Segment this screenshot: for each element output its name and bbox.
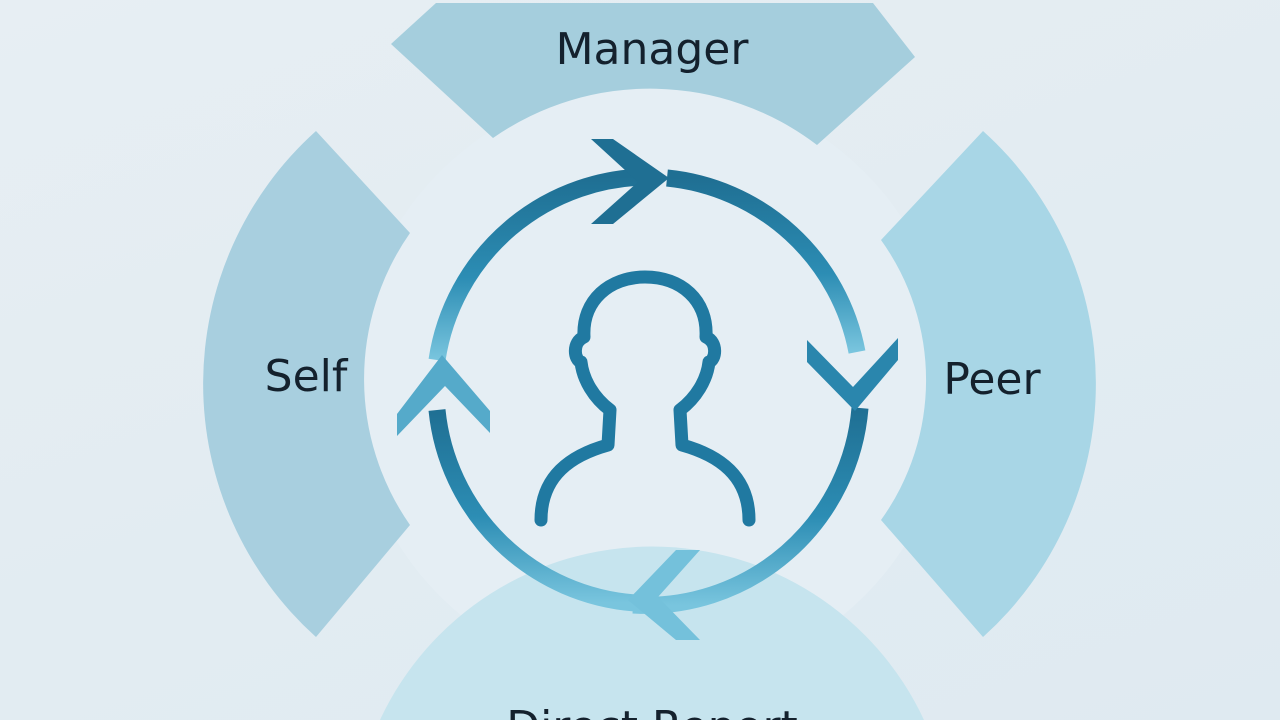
cycle-arrows (428, 168, 869, 614)
label-self: Self (265, 351, 349, 402)
segment-peer (881, 131, 1096, 637)
cycle-arc-top-right (666, 169, 866, 354)
cycle-arrowheads (397, 139, 898, 640)
segment-manager (391, 3, 915, 145)
arrowhead-left-icon (628, 550, 700, 640)
arrowhead-up-icon (397, 355, 490, 436)
label-peer: Peer (943, 354, 1041, 405)
label-manager: Manager (556, 24, 750, 75)
cycle-arc-bottom-left (428, 409, 636, 612)
segment-direct-report (380, 546, 924, 720)
arrowhead-right-icon (591, 139, 669, 224)
arrowhead-down-icon (807, 338, 898, 411)
segment-self (203, 131, 410, 637)
label-direct-report: Direct Report (506, 702, 798, 720)
person-outline-icon (534, 270, 756, 527)
cycle-arc-top-left (428, 168, 654, 362)
cycle-arc-bottom-right (632, 407, 869, 614)
